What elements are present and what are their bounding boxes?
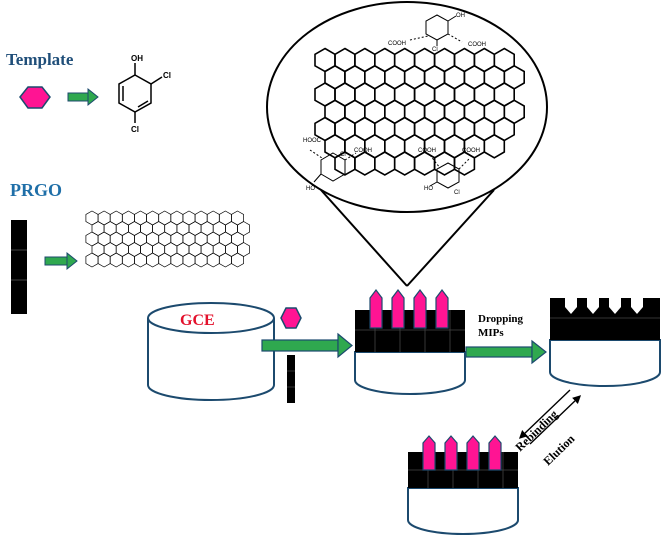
graphene-hexagon [85,252,99,268]
template-hexagon-icon [19,86,51,109]
template-arrow-icon [67,87,99,107]
electrode-with-cavities [549,298,661,387]
cooh-label-bottom-right: COOH [462,148,480,154]
bound-template-left [309,149,357,183]
small-graphene-sheet [85,210,250,268]
electrode-with-template [354,289,466,395]
graphene-hexagon [109,252,123,268]
graphene-hexagon [433,151,456,176]
graphene-hexagon [194,252,208,268]
cooh-label-top: COOH [388,41,406,47]
bound-template-top [409,14,463,46]
graphene-hexagon [121,252,135,268]
graphene-hexagon [354,151,376,176]
dichlorophenol-molecule [118,63,163,123]
cl-label-top: Cl [432,47,438,53]
elution-label: Elution [540,431,577,468]
oh-label-top: OH [456,13,465,19]
ho-label-bottom: HO [424,186,433,192]
graphene-hexagon [413,151,436,176]
prgo-arrow-icon [44,251,78,271]
molecule-cl-label: Cl [163,71,171,80]
magnify-line-right [406,189,495,287]
gce-electrode-cylinder [147,302,275,401]
graphene-hexagon [146,252,160,268]
cl-label-bottom: Cl [454,190,460,196]
graphene-hexagon [97,252,111,268]
graphene-hexagon [206,252,220,268]
ho-label-left: HO [306,186,315,192]
magnified-view-circle [266,1,548,213]
graphene-hexagon [393,151,416,176]
electrode-rebound [407,435,519,535]
cl-label-left: Cl [340,152,346,158]
graphene-hexagon [453,151,476,176]
graphene-hexagon [134,252,147,268]
prgo-sheet-bar [11,220,27,314]
mips-label: MIPs [478,327,504,339]
cooh-label-top-right: COOH [468,42,486,48]
prgo-small-bar [287,355,295,403]
step2-arrow-icon [465,339,547,365]
hooc-label-left: HOOC [303,138,322,144]
gce-label: GCE [180,312,215,329]
cooh-label-bottom: COOH [418,148,436,154]
rebinding-elution-arrows [518,389,582,445]
graphene-hexagon [483,133,506,159]
large-graphene-sheet [314,47,526,176]
molecule-oh-label: OH [131,54,143,63]
template-label: Template [6,50,74,69]
step1-arrow-icon [261,332,353,359]
cooh-label-left: COOH [354,148,372,154]
magnify-line-left [320,189,408,287]
dropping-label: Dropping [478,313,524,325]
molecule-cl-label-2: Cl [131,125,139,134]
graphene-hexagon [218,252,232,268]
template-hexagon-small-icon [280,307,302,329]
graphene-hexagon [170,252,184,268]
bound-template-bottom [429,154,471,189]
graphene-hexagon [158,252,172,268]
graphene-hexagon [373,151,396,176]
prgo-label: PRGO [10,180,62,200]
graphene-hexagon [231,252,244,268]
graphene-hexagon [182,252,196,268]
